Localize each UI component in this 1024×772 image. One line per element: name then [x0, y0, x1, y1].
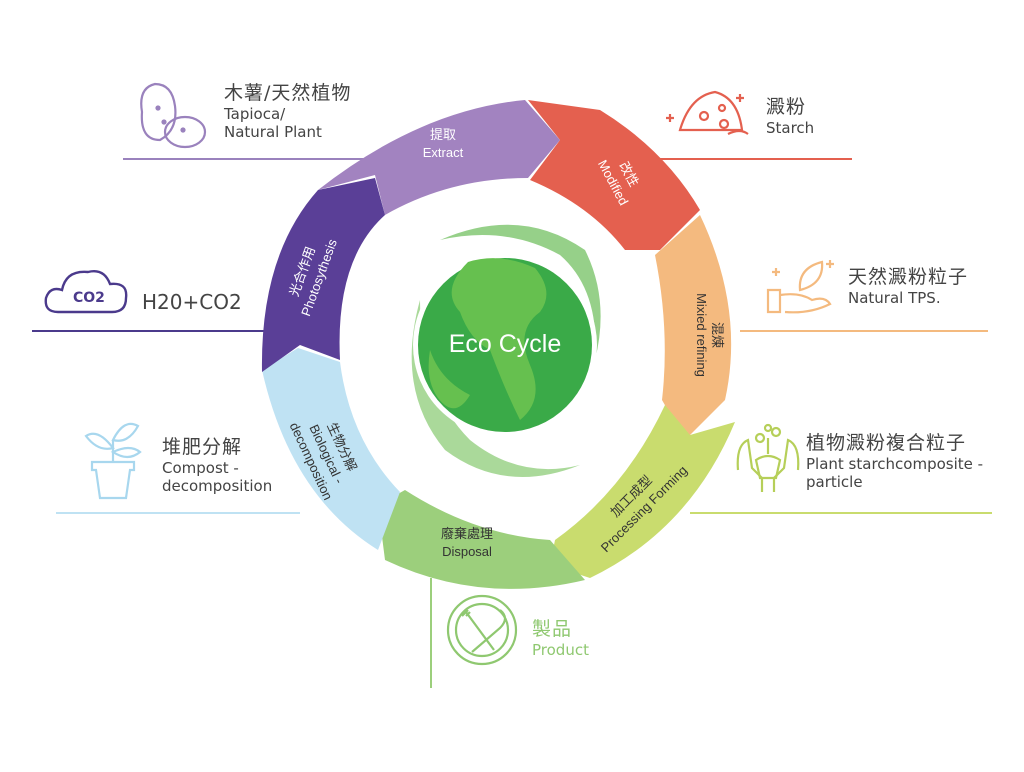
stage-biodecomposition-arrow [262, 348, 400, 550]
stage-refining-arrow [655, 215, 732, 440]
earth-continent [451, 258, 547, 420]
starch-label-zh: 澱粉 [766, 96, 807, 118]
tapioca-label-en1: Tapioca/ [224, 104, 286, 123]
potted-plant-icon [84, 422, 142, 500]
plate-cutlery-icon [446, 594, 518, 666]
swirl-bottom [411, 300, 580, 477]
stage-disposal-zh: 廢棄處理 [441, 526, 493, 541]
composite-label-en1: Plant starchcomposite - [806, 454, 984, 473]
stage-disposal-arrow [378, 490, 585, 589]
tps-label-en1: Natural TPS. [848, 288, 941, 307]
stage-refining-zh: 混煉 [710, 322, 725, 348]
stage-photosynthesis-arrow [261, 178, 385, 372]
composite-label-zh: 植物澱粉複合粒子 [806, 432, 967, 454]
hands-plant-icon [736, 423, 800, 492]
h2o-co2-label: H20+CO2 [142, 290, 242, 314]
compost-label-zh: 堆肥分解 [162, 436, 243, 458]
composite-label: 植物澱粉複合粒子 Plant starchcomposite - particl… [806, 432, 983, 491]
stage-extract-arrow [318, 100, 560, 215]
co2-cloud-icon: CO2 [44, 270, 128, 314]
product-label-zh: 製品 [532, 618, 573, 640]
stage-refining-en: Mixied refining [694, 293, 709, 377]
tapioca-label-zh: 木薯/天然植物 [224, 82, 352, 104]
potato-icon [140, 82, 207, 149]
compost-label-en1: Compost - [162, 458, 239, 477]
tapioca-label-en2: Natural Plant [224, 122, 322, 141]
product-label-en1: Product [532, 640, 589, 659]
tps-label: 天然澱粉粒子 Natural TPS. [848, 266, 968, 307]
hand-leaf-icon [766, 260, 834, 314]
earth-island [428, 350, 470, 409]
starch-label-en1: Starch [766, 118, 815, 137]
co2-icon-text: CO2 [73, 290, 105, 306]
tapioca-label: 木薯/天然植物 Tapioca/ Natural Plant [224, 82, 351, 141]
starch-pile-icon [666, 90, 749, 135]
starch-label: 澱粉 Starch [766, 96, 814, 137]
tps-label-zh: 天然澱粉粒子 [848, 266, 969, 288]
composite-label-en2: particle [806, 472, 863, 491]
center-title: Eco Cycle [449, 330, 562, 358]
stage-forming-arrow [550, 405, 735, 578]
compost-label-en2: decomposition [162, 476, 273, 495]
compost-label: 堆肥分解 Compost - decomposition [162, 436, 272, 495]
product-label: 製品 Product [532, 618, 589, 659]
stage-extract-en: Extract [423, 145, 464, 160]
stage-disposal-en: Disposal [442, 544, 492, 559]
stage-modified-arrow [528, 100, 700, 250]
stage-extract-zh: 提取 [430, 127, 456, 142]
